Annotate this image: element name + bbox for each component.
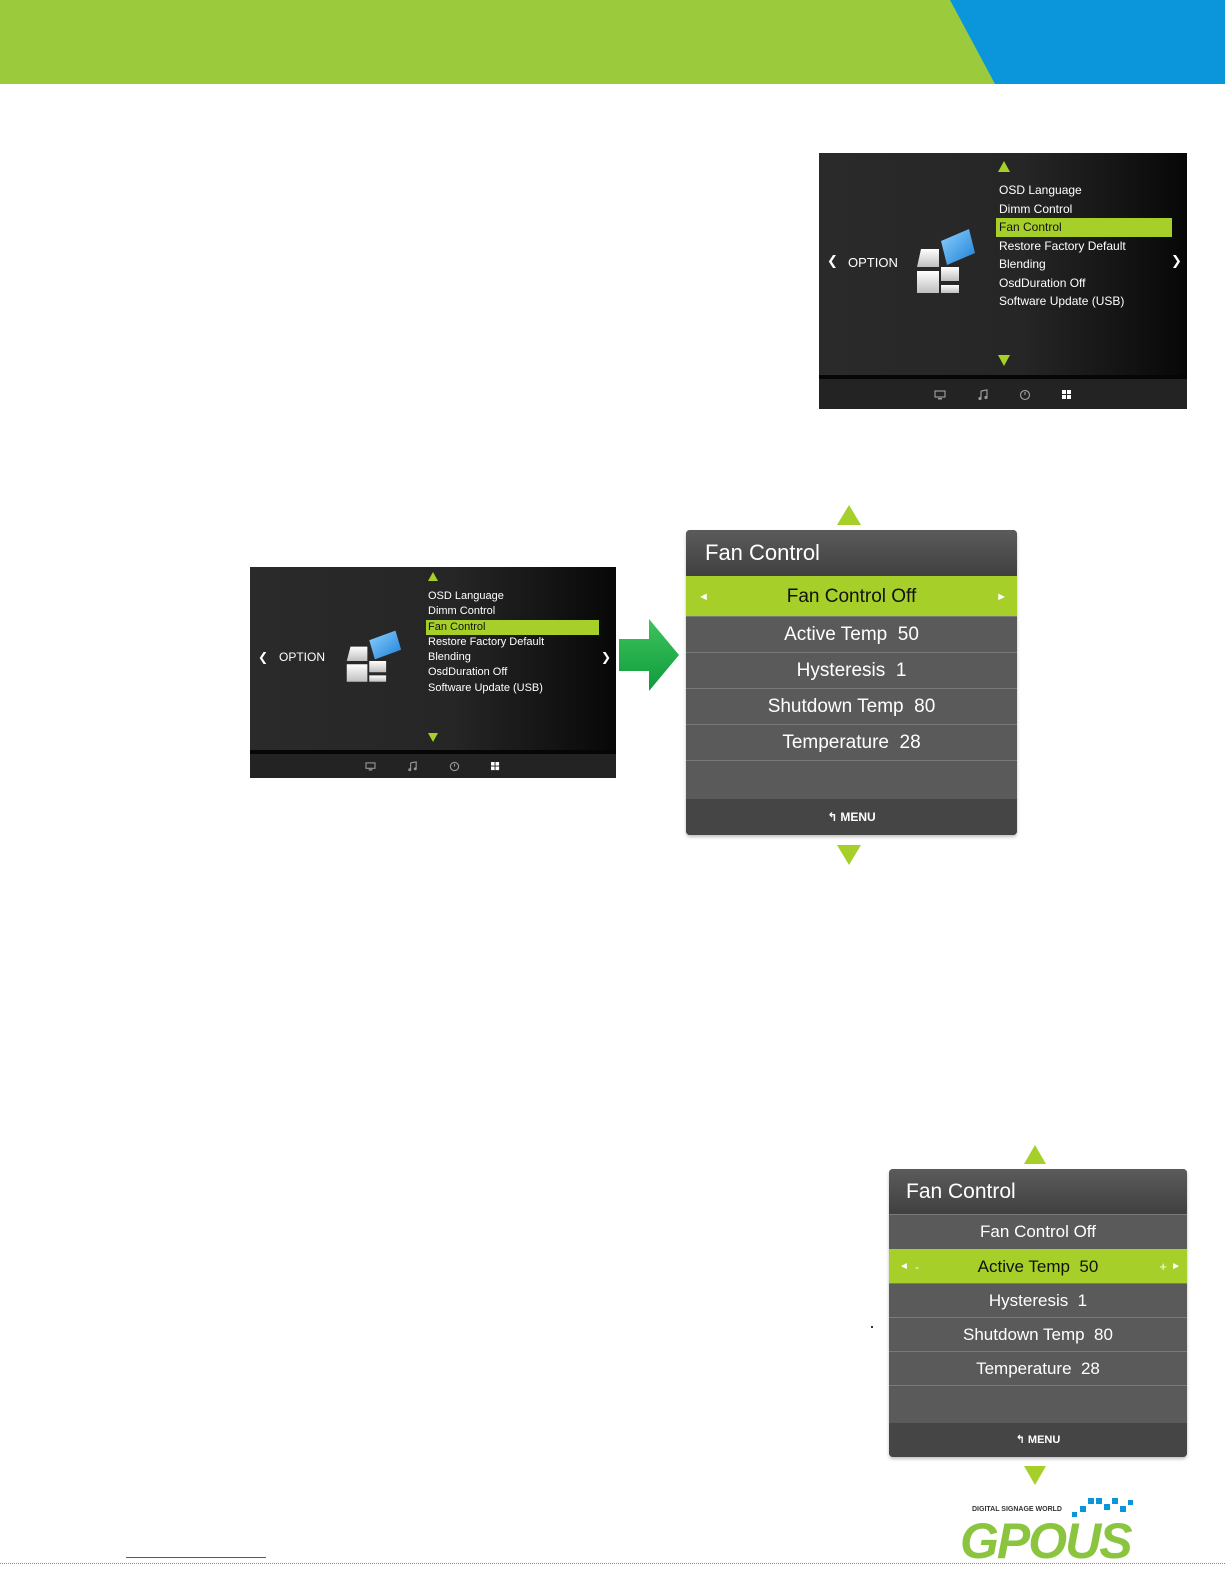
arrow-left-icon[interactable]: ◄: [698, 591, 709, 603]
menu-item-dimm-control[interactable]: Dimm Control: [999, 201, 1073, 216]
menu-item-blending[interactable]: Blending: [999, 257, 1046, 271]
hysteresis-row[interactable]: Hysteresis 1: [889, 1283, 1187, 1317]
scroll-down-icon[interactable]: [1024, 1466, 1046, 1485]
monitor-icon[interactable]: [934, 390, 946, 400]
clock-icon[interactable]: [449, 761, 460, 772]
arrow-right-icon[interactable]: ►: [1171, 1261, 1181, 1272]
shutdown-temp-row[interactable]: Shutdown Temp 80: [889, 1317, 1187, 1351]
option-label: OPTION: [279, 650, 326, 664]
row-label: Fan Control Off: [980, 1222, 1096, 1241]
footer-link-underline: [126, 1557, 266, 1558]
increase-button[interactable]: +: [1159, 1259, 1167, 1274]
option-menu: ❮ OPTION OSD Language Dimm Control Fan C…: [819, 153, 1187, 409]
header-banner: [0, 0, 1225, 84]
scroll-down-icon[interactable]: [998, 355, 1010, 366]
footer-divider: [0, 1563, 1225, 1564]
menu-item-blending[interactable]: Blending: [428, 651, 471, 664]
logo-tagline: DIGITAL SIGNAGE WORLD: [972, 1506, 1062, 1513]
category-bar: [819, 375, 1187, 409]
scroll-up-icon[interactable]: [1024, 1145, 1046, 1164]
hysteresis-row[interactable]: Hysteresis 1: [686, 652, 1017, 688]
option-menu-middle: ❮ OPTION OSD Language Dimm Control Fan C…: [250, 567, 616, 778]
empty-row: [686, 760, 1017, 799]
menu-item-fan-control[interactable]: Fan Control: [996, 218, 1172, 237]
return-icon: ↰: [827, 810, 838, 824]
scroll-down-icon[interactable]: [428, 733, 438, 742]
grid-icon[interactable]: [491, 762, 500, 771]
menu-item-osd-language[interactable]: OSD Language: [999, 183, 1082, 197]
active-temp-row[interactable]: Active Temp 50: [686, 616, 1017, 652]
row-label: Shutdown Temp 80: [963, 1325, 1113, 1344]
menu-item-osd-duration[interactable]: OsdDuration Off: [999, 275, 1086, 290]
row-label: Hysteresis 1: [796, 660, 907, 681]
option-category-icon: [917, 229, 975, 293]
menu-item-fan-control[interactable]: Fan Control: [426, 619, 599, 635]
temperature-row[interactable]: Temperature 28: [889, 1351, 1187, 1385]
row-label: Hysteresis 1: [988, 1291, 1088, 1310]
chevron-left-icon[interactable]: ❮: [258, 650, 269, 664]
fan-control-mode-row[interactable]: Fan Control Off: [889, 1214, 1187, 1249]
grid-icon[interactable]: [1062, 390, 1072, 400]
scroll-up-icon[interactable]: [837, 505, 861, 525]
scroll-up-icon[interactable]: [428, 572, 438, 581]
menu-item-restore-factory-default[interactable]: Restore Factory Default: [999, 238, 1126, 253]
music-note-icon[interactable]: [977, 389, 989, 401]
row-label: Temperature 28: [782, 732, 921, 753]
menu-item-software-update[interactable]: Software Update (USB): [428, 681, 543, 694]
menu-item-osd-duration[interactable]: OsdDuration Off: [428, 666, 508, 679]
logo-graphic: DIGITAL SIGNAGE WORLD GPOUS: [960, 1498, 1134, 1569]
flow-arrow-icon: [619, 619, 679, 691]
shutdown-temp-row[interactable]: Shutdown Temp 80: [686, 688, 1017, 724]
row-label: Active Temp 50: [784, 624, 919, 645]
row-label: Fan Control Off: [786, 586, 917, 607]
panel-title: Fan Control: [889, 1169, 1187, 1214]
chevron-right-icon[interactable]: ❯: [1171, 254, 1182, 269]
menu-item-dimm-control[interactable]: Dimm Control: [428, 605, 496, 618]
arrow-left-icon[interactable]: ◄: [899, 1261, 909, 1272]
clock-icon[interactable]: [1019, 389, 1031, 401]
fan-control-panel: Fan Control ◄ Fan Control Off ► Active T…: [686, 530, 1017, 835]
chevron-left-icon[interactable]: ❮: [827, 254, 838, 269]
menu-item-osd-language[interactable]: OSD Language: [428, 590, 504, 602]
fan-control-panel-active-temp: Fan Control Fan Control Off ◄ - Active T…: [889, 1169, 1187, 1457]
menu-item-restore-factory-default[interactable]: Restore Factory Default: [428, 635, 545, 648]
option-item-list: OSD Language Dimm Control Fan Control Re…: [996, 181, 1172, 311]
active-temp-row[interactable]: ◄ - Active Temp 50 + ►: [889, 1249, 1187, 1283]
stray-mark: [871, 1326, 873, 1328]
music-note-icon[interactable]: [407, 761, 418, 772]
temperature-row[interactable]: Temperature 28: [686, 724, 1017, 760]
option-item-list: OSD Language Dimm Control Fan Control Re…: [426, 589, 599, 696]
category-bar: [250, 750, 616, 778]
menu-return-button[interactable]: ↰MENU: [889, 1423, 1187, 1457]
scroll-up-icon[interactable]: [998, 161, 1010, 172]
gpous-logo: DIGITAL SIGNAGE WORLD GPOUS: [960, 1496, 1208, 1582]
fan-control-mode-row[interactable]: ◄ Fan Control Off ►: [686, 576, 1017, 616]
panel-title: Fan Control: [686, 530, 1017, 576]
return-icon: ↰: [1015, 1433, 1025, 1446]
empty-row: [889, 1385, 1187, 1423]
decrease-button[interactable]: -: [915, 1260, 919, 1274]
option-category-icon: [346, 630, 402, 682]
logo-wordmark: GPOUS: [960, 1513, 1132, 1569]
row-label: Active Temp 50: [977, 1257, 1099, 1276]
option-label: OPTION: [848, 255, 898, 270]
row-label: Shutdown Temp 80: [767, 696, 936, 717]
arrow-right-icon[interactable]: ►: [996, 591, 1007, 603]
menu-return-button[interactable]: ↰MENU: [686, 799, 1017, 835]
monitor-icon[interactable]: [365, 762, 376, 771]
scroll-down-icon[interactable]: [837, 845, 861, 865]
row-label: Temperature 28: [976, 1359, 1100, 1378]
chevron-right-icon[interactable]: ❯: [601, 650, 612, 664]
menu-item-software-update[interactable]: Software Update (USB): [999, 294, 1125, 308]
